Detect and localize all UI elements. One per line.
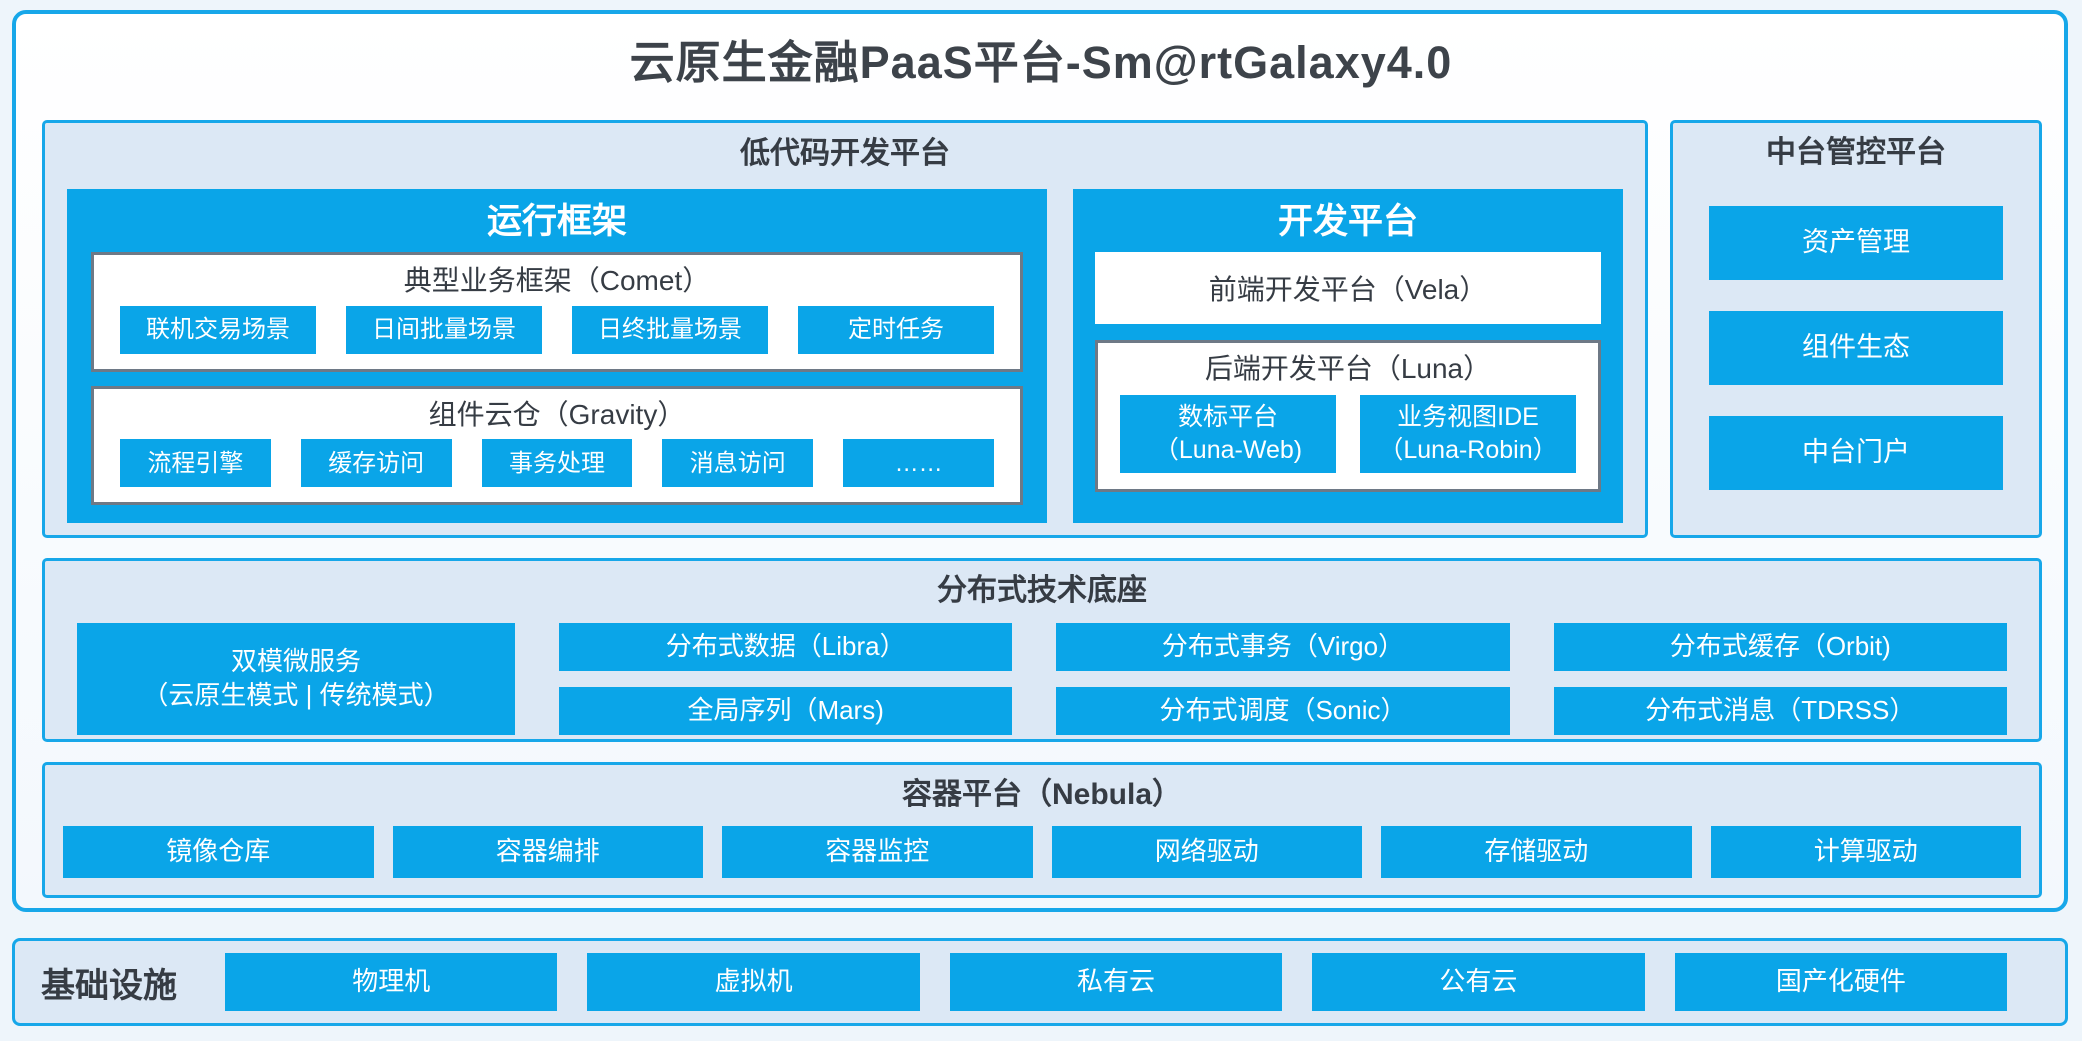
comet-title: 典型业务框架（Comet） — [403, 265, 711, 296]
gravity-title: 组件云仓（Gravity） — [428, 398, 686, 430]
luna-robin-sub: （Luna-Robin） — [1378, 435, 1558, 464]
comet-items: 联机交易场景 日间批量场景 日终批量场景 定时任务 — [94, 303, 1020, 369]
panel-midplatform: 中台管控平台 资产管理 组件生态 中台门户 — [1670, 120, 2042, 538]
global-sequence-item: 全局序列（Mars) — [559, 687, 1013, 735]
luna-title: 后端开发平台（Luna） — [1204, 353, 1492, 384]
comet-item: 日间批量场景 — [346, 305, 542, 354]
public-cloud-item: 公有云 — [1312, 953, 1645, 1011]
comet-box: 典型业务框架（Comet） 联机交易场景 日间批量场景 日终批量场景 定时任务 — [91, 252, 1023, 372]
comet-item: 日终批量场景 — [572, 305, 768, 354]
distributed-data-item: 分布式数据（Libra） — [559, 623, 1013, 671]
distributed-cache-item: 分布式缓存（Orbit) — [1553, 623, 2007, 671]
midplatform-title: 中台管控平台 — [1766, 136, 1946, 169]
gravity-item: 缓存访问 — [300, 439, 452, 488]
lowcode-content: 运行框架 典型业务框架（Comet） 联机交易场景 日间批量场景 日终批量场景 … — [45, 123, 1645, 535]
midplatform-item-asset: 资产管理 — [1709, 206, 2003, 280]
network-driver-item: 网络驱动 — [1051, 826, 1362, 878]
dual-mode-line2: （云原生模式 | 传统模式） — [142, 680, 450, 710]
luna-box: 后端开发平台（Luna） 数标平台 （Luna-Web) 业务视图IDE （Lu… — [1095, 340, 1601, 492]
midplatform-items: 资产管理 组件生态 中台门户 — [1673, 180, 2039, 490]
virtual-machine-item: 虚拟机 — [587, 953, 920, 1011]
gravity-item: 事务处理 — [481, 439, 633, 488]
comet-item: 联机交易场景 — [120, 305, 316, 354]
luna-items: 数标平台 （Luna-Web) 业务视图IDE （Luna-Robin） — [1098, 391, 1598, 489]
gravity-item: 流程引擎 — [120, 439, 271, 488]
distributed-title: 分布式技术底座 — [937, 574, 1147, 607]
distributed-col-1: 分布式数据（Libra） 全局序列（Mars) — [559, 623, 1013, 735]
infrastructure-items: 物理机 虚拟机 私有云 公有云 国产化硬件 — [225, 953, 2008, 1011]
distributed-content: 双模微服务 （云原生模式 | 传统模式） 分布式数据（Libra） 全局序列（M… — [45, 618, 2039, 735]
storage-driver-item: 存储驱动 — [1381, 826, 1692, 878]
vela-box: 前端开发平台（Vela） — [1095, 252, 1601, 324]
midplatform-item-portal: 中台门户 — [1709, 416, 2003, 490]
private-cloud-item: 私有云 — [949, 953, 1283, 1011]
panel-lowcode: 低代码开发平台 运行框架 典型业务框架（Comet） 联机交易场景 日间批量场景… — [42, 120, 1648, 538]
gravity-items: 流程引擎 缓存访问 事务处理 消息访问 …… — [94, 436, 1020, 502]
distributed-transaction-item: 分布式事务（Virgo） — [1056, 623, 1510, 671]
distributed-scheduling-item: 分布式调度（Sonic） — [1056, 687, 1510, 735]
dual-mode-line1: 双模微服务 — [230, 646, 361, 677]
panel-container-platform: 容器平台（Nebula） 镜像仓库 容器编排 容器监控 网络驱动 存储驱动 计算… — [42, 762, 2042, 898]
domestic-hardware-item: 国产化硬件 — [1674, 953, 2008, 1011]
container-monitoring-item: 容器监控 — [722, 826, 1033, 878]
gravity-item-ellipsis: …… — [843, 439, 994, 488]
luna-web-sub: （Luna-Web) — [1153, 435, 1303, 464]
luna-robin-item: 业务视图IDE （Luna-Robin） — [1360, 394, 1576, 473]
container-orchestration-item: 容器编排 — [392, 826, 703, 878]
page-title: 云原生金融PaaS平台-Sm@rtGalaxy4.0 — [629, 37, 1453, 88]
physical-machine-item: 物理机 — [225, 953, 558, 1011]
compute-driver-item: 计算驱动 — [1710, 826, 2021, 878]
gravity-item: 消息访问 — [662, 439, 814, 488]
distributed-col-3: 分布式缓存（Orbit) 分布式消息（TDRSS） — [1553, 623, 2007, 735]
infrastructure-title: 基础设施 — [41, 966, 177, 1005]
luna-web-name: 数标平台 — [1177, 403, 1278, 432]
comet-item: 定时任务 — [798, 305, 994, 354]
lowcode-panel-title: 低代码开发平台 — [740, 137, 950, 170]
midplatform-item-ecosystem: 组件生态 — [1709, 311, 2003, 385]
panel-infrastructure: 基础设施 物理机 虚拟机 私有云 公有云 国产化硬件 — [12, 938, 2068, 1026]
gravity-box: 组件云仓（Gravity） 流程引擎 缓存访问 事务处理 消息访问 …… — [91, 385, 1023, 506]
distributed-message-item: 分布式消息（TDRSS） — [1553, 687, 2007, 735]
dev-platform-box: 开发平台 前端开发平台（Vela） 后端开发平台（Luna） 数标平台 （Lun… — [1073, 189, 1623, 523]
container-platform-title: 容器平台（Nebula） — [901, 778, 1183, 811]
dual-mode-microservice-box: 双模微服务 （云原生模式 | 传统模式） — [77, 623, 515, 735]
runtime-framework-title: 运行框架 — [486, 202, 627, 241]
luna-robin-name: 业务视图IDE — [1397, 403, 1539, 432]
image-registry-item: 镜像仓库 — [63, 826, 374, 878]
luna-web-item: 数标平台 （Luna-Web) — [1120, 394, 1336, 473]
top-row: 低代码开发平台 运行框架 典型业务框架（Comet） 联机交易场景 日间批量场景… — [42, 120, 2042, 538]
distributed-col-2: 分布式事务（Virgo） 分布式调度（Sonic） — [1056, 623, 1510, 735]
container-items: 镜像仓库 容器编排 容器监控 网络驱动 存储驱动 计算驱动 — [45, 822, 2039, 878]
panel-distributed: 分布式技术底座 双模微服务 （云原生模式 | 传统模式） 分布式数据（Libra… — [42, 558, 2042, 742]
dev-platform-title: 开发平台 — [1277, 202, 1418, 241]
runtime-framework-box: 运行框架 典型业务框架（Comet） 联机交易场景 日间批量场景 日终批量场景 … — [67, 189, 1047, 523]
